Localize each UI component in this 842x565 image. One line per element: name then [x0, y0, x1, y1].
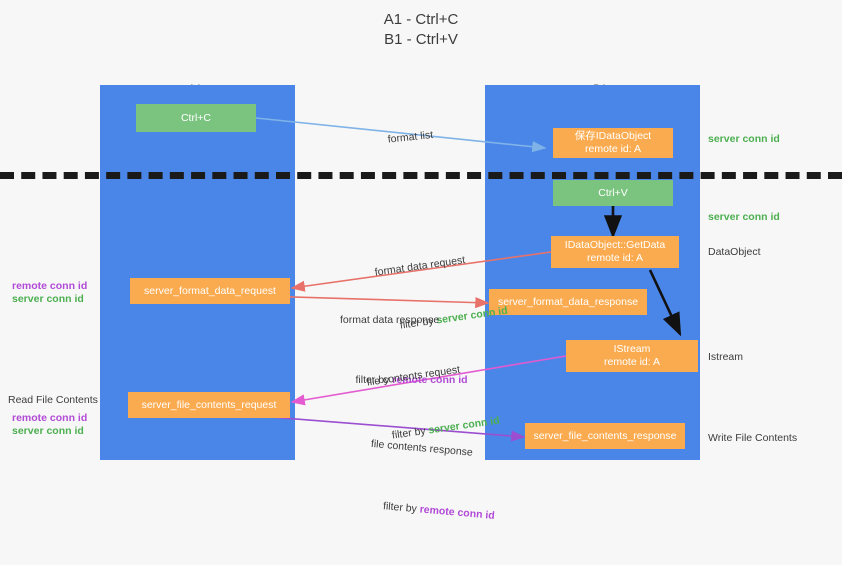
phase-divider	[0, 172, 842, 179]
edge-label-file-contents-response-text: file contents response	[370, 437, 474, 459]
page-title: A1 - Ctrl+C B1 - Ctrl+V	[383, 11, 459, 48]
edge-label-format-list-text: format list	[387, 128, 434, 146]
node-ctrl-v[interactable]: Ctrl+V	[553, 180, 673, 206]
node-istream[interactable]: IStream remote id: A	[566, 340, 698, 372]
filter-prefix: filter by	[382, 500, 421, 516]
node-save-dataobject[interactable]: 保存IDataObject remote id: A	[553, 128, 673, 158]
edge-label-format-data-request-text: format data request	[374, 254, 466, 279]
node-ctrl-c[interactable]: Ctrl+C	[136, 104, 256, 132]
edge-label-file-contents-response: file contents response filter by remote …	[361, 409, 503, 565]
node-save-dataobject-line1: 保存IDataObject	[574, 130, 652, 142]
node-istream-line1: IStream	[613, 343, 651, 355]
node-save-dataobject-line2: remote id: A	[584, 143, 642, 155]
filter-value-remote-conn-id: remote conn id	[419, 503, 496, 522]
annotation-remote-conn-id-1: remote conn id	[12, 280, 88, 292]
node-getdata[interactable]: IDataObject::GetData remote id: A	[551, 236, 679, 268]
node-server-file-contents-response[interactable]: server_file_contents_response	[525, 423, 685, 449]
node-ctrl-c-label: Ctrl+C	[180, 111, 212, 124]
annotation-write-file-contents: Write File Contents	[708, 432, 798, 444]
edge-label-file-contents-request-text: file contents request	[366, 363, 461, 389]
filter-value-remote-conn-id: remote conn id	[392, 374, 468, 386]
edge-label-file-contents-response-filter: filter by remote conn id	[364, 484, 497, 537]
node-server-format-data-response[interactable]: server_format_data_response	[489, 289, 647, 315]
node-server-format-data-request-label: server_format_data_request	[144, 284, 276, 297]
annotation-istream: Istream	[708, 351, 744, 363]
node-getdata-line1: IDataObject::GetData	[564, 239, 666, 251]
annotation-read-file-contents: Read File Contents	[8, 394, 98, 406]
filter-prefix: filter by	[355, 374, 393, 386]
node-server-file-contents-response-label: server_file_contents_response	[533, 429, 677, 442]
node-server-format-data-response-label: server_format_data_response	[497, 295, 639, 308]
edge-label-format-list: format list	[374, 114, 435, 162]
edge-label-format-data-response: format data response filter by remote co…	[340, 285, 468, 429]
edge-label-format-data-response-text: format data response	[340, 314, 440, 326]
node-server-format-data-request[interactable]: server_format_data_request	[130, 278, 290, 304]
annotation-server-conn-id-2: server conn id	[12, 425, 84, 437]
annotation-remote-conn-id-2: remote conn id	[12, 412, 88, 424]
edge-label-format-data-response-filter: filter by remote conn id	[338, 359, 468, 401]
node-ctrl-v-label: Ctrl+V	[598, 186, 628, 199]
node-server-file-contents-request[interactable]: server_file_contents_request	[128, 392, 290, 418]
annotation-dataobject: DataObject	[708, 246, 761, 258]
node-server-file-contents-request-label: server_file_contents_request	[141, 398, 277, 411]
node-istream-line2: remote id: A	[603, 356, 661, 368]
node-getdata-line2: remote id: A	[586, 252, 644, 264]
annotation-server-conn-id-mid: server conn id	[708, 211, 780, 223]
annotation-server-conn-id-top: server conn id	[708, 133, 780, 145]
annotation-server-conn-id-1: server conn id	[12, 293, 84, 305]
diagram-canvas: A1 - Ctrl+C B1 - Ctrl+V A1 remote B1 con…	[0, 11, 842, 522]
